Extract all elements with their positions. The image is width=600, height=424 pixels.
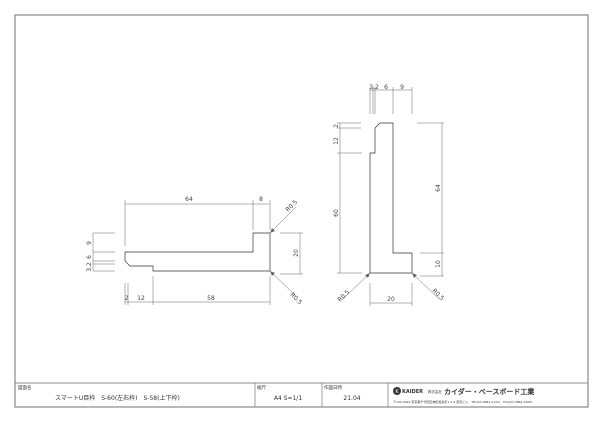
radius-label: R0.5 bbox=[289, 291, 304, 306]
radius-leader bbox=[269, 206, 297, 234]
dim-3-2: 3.2 bbox=[86, 262, 93, 272]
dim-20: 20 bbox=[293, 249, 300, 257]
right-profile-outline bbox=[369, 122, 413, 274]
company-type: 株式会社 bbox=[428, 389, 442, 394]
drawing-name-label: 図面名 bbox=[18, 384, 32, 391]
right-left-dimension-lines bbox=[337, 122, 362, 274]
radius-leader bbox=[269, 270, 297, 297]
drawing-name: スマートU目枠 S-60(左右枠) S-58(上下枠) bbox=[55, 394, 180, 402]
company-logo: K KAIDER bbox=[393, 387, 423, 395]
dim-9: 9 bbox=[86, 241, 93, 245]
left-top-dimension-lines bbox=[124, 200, 271, 246]
svg-text:K: K bbox=[395, 389, 399, 395]
arrowhead bbox=[270, 228, 275, 233]
right-bottom-dimension-lines bbox=[369, 283, 413, 306]
dim-20: 20 bbox=[387, 296, 395, 303]
dim-2: 2 bbox=[125, 295, 129, 302]
dim-12: 12 bbox=[333, 137, 340, 145]
scale-label: 縮尺 bbox=[257, 384, 266, 391]
company-name: カイダー・ベースボード工業 bbox=[444, 387, 535, 396]
dim-58: 58 bbox=[207, 295, 215, 302]
dim-60: 60 bbox=[333, 209, 340, 217]
right-right-dimension-lines bbox=[417, 122, 444, 277]
scale-value: A4 S=1/1 bbox=[274, 395, 303, 402]
sheet-frame bbox=[14, 14, 589, 408]
logo-text: KAIDER bbox=[402, 389, 423, 395]
arrowhead bbox=[270, 271, 275, 276]
date-label: 作図日時 bbox=[324, 384, 342, 391]
radius-label: R0.5 bbox=[336, 289, 351, 304]
right-profile: 3.2 6 9 2 12 60 64 10 20 R0.5 R0.5 bbox=[333, 84, 445, 306]
dim-12: 12 bbox=[137, 295, 145, 302]
dim-10: 10 bbox=[435, 260, 442, 268]
logo-mark-icon bbox=[393, 387, 401, 395]
left-profile-outline bbox=[124, 232, 271, 272]
radius-label: R0.5 bbox=[431, 287, 446, 302]
left-right-dimension-lines bbox=[280, 232, 303, 275]
dim-6: 6 bbox=[384, 84, 388, 91]
left-left-dimension-lines bbox=[92, 232, 115, 272]
arrowhead bbox=[365, 273, 370, 278]
dim-6: 6 bbox=[86, 255, 93, 259]
title-block: 図面名 スマートU目枠 S-60(左右枠) S-58(上下枠) 縮尺 A4 S=… bbox=[15, 382, 588, 407]
arrowhead bbox=[412, 273, 417, 278]
dim-8: 8 bbox=[259, 196, 263, 203]
date-value: 21.04 bbox=[343, 395, 360, 402]
company-address: 〒101-0024 東京都千代田区神田和泉町1-3-4 東京ビル TEL(03-… bbox=[393, 399, 532, 404]
dim-2: 2 bbox=[333, 124, 340, 128]
left-profile: 64 8 2 12 58 9 6 3.2 20 R0.5 R0.5 bbox=[86, 196, 303, 306]
radius-leader bbox=[342, 272, 371, 300]
dim-9: 9 bbox=[400, 84, 404, 91]
dim-64: 64 bbox=[185, 196, 193, 203]
dim-64: 64 bbox=[435, 184, 442, 192]
right-top-dimension-lines bbox=[369, 87, 413, 114]
radius-leader bbox=[411, 272, 440, 300]
dim-3-2: 3.2 bbox=[369, 84, 379, 91]
left-bottom-dimension-lines bbox=[124, 276, 271, 305]
